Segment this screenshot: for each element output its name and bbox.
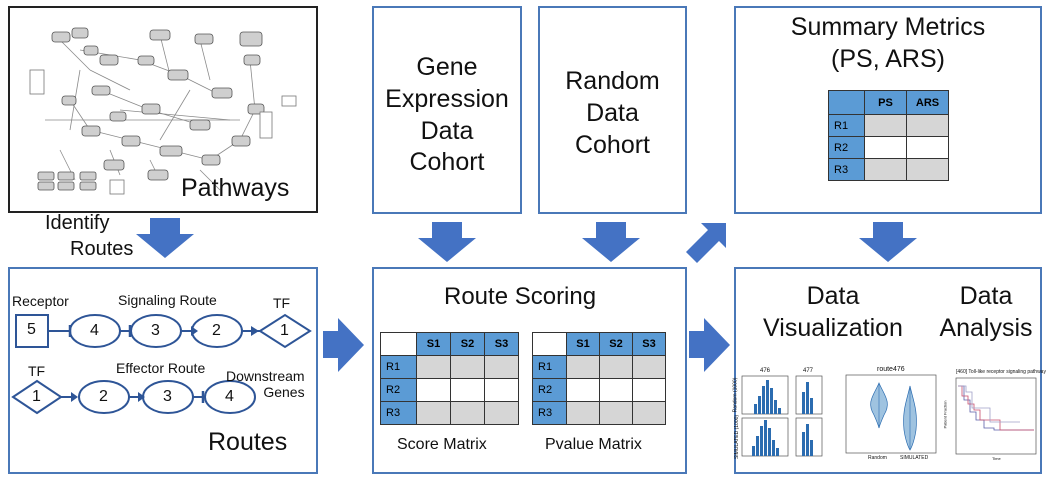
effector-route-label: Effector Route <box>116 360 206 376</box>
km-xlabel: Time <box>992 456 1001 461</box>
identify-routes-line2: Routes <box>70 238 134 260</box>
column-header: S2 <box>450 332 485 356</box>
column-header: S1 <box>566 332 600 356</box>
gene-expression-line: Cohort <box>409 148 485 177</box>
gene-expression-line: Data <box>420 116 474 145</box>
route-node-label: 5 <box>27 321 36 338</box>
tf-node <box>258 313 312 349</box>
analysis-line1: Data <box>959 282 1013 310</box>
routes-panel <box>8 267 318 474</box>
data-viz-panel <box>734 267 1042 474</box>
viz-line1: Data <box>806 282 860 310</box>
downstream-line: Genes <box>263 384 305 400</box>
downstream-genes-label: Downstream Genes <box>226 368 305 400</box>
right-arrow <box>689 318 730 372</box>
gene-expression-panel <box>372 6 522 214</box>
route-node <box>204 380 256 414</box>
data-analysis-title: Data Analysis <box>936 281 1036 345</box>
pvalue-matrix-label: Pvalue Matrix <box>545 436 642 453</box>
score-matrix-label: Score Matrix <box>397 436 487 453</box>
corner-cell <box>380 332 417 356</box>
row-header: R3 <box>532 401 567 425</box>
row-header: R1 <box>380 355 417 379</box>
down-arrow <box>859 222 917 262</box>
diagonal-arrow <box>686 223 726 263</box>
route-node-label: 2 <box>99 388 108 405</box>
data-visualization-title: Data Visualization <box>738 281 928 345</box>
gene-expression-line: Gene <box>416 53 478 81</box>
random-data-line: Random <box>565 67 660 95</box>
summary-metrics-table: PS ARS R1 R2 R3 <box>828 90 949 181</box>
column-header: S1 <box>416 332 451 356</box>
tf-label-bottom: TF <box>28 363 46 379</box>
downstream-line: Downstream <box>226 368 305 384</box>
route-node-label: 4 <box>90 322 99 339</box>
random-data-line: Cohort <box>574 130 651 159</box>
right-arrow <box>323 318 364 372</box>
tf-label-top: TF <box>273 295 291 311</box>
random-data-panel <box>538 6 687 214</box>
violin-xlabel: Random <box>868 455 887 461</box>
row-header: R2 <box>380 378 417 402</box>
violin-title: route476 <box>877 366 905 373</box>
down-arrow <box>418 222 476 262</box>
random-data-label: Random Data Cohort <box>540 66 685 161</box>
identify-routes-line1: Identify <box>45 212 110 234</box>
route-node-label: 3 <box>163 388 172 405</box>
random-data-line: Data <box>586 98 639 127</box>
route-node-label: 4 <box>225 388 234 405</box>
down-arrow <box>582 222 640 262</box>
row-header: R3 <box>828 158 865 181</box>
km-ylabel: Patient Fraction <box>942 400 948 429</box>
pathways-title: Pathways <box>181 174 290 202</box>
column-header: ARS <box>906 90 949 115</box>
score-matrix: S1 S2 S3 R1 R2 R3 <box>380 332 519 425</box>
route-node-label: 3 <box>151 322 160 339</box>
viz-line2: Visualization <box>763 313 903 342</box>
receptor-label: Receptor <box>12 293 69 309</box>
gene-expression-line: Expression <box>385 84 509 113</box>
km-title: [460] Toll-like receptor signaling pathw… <box>956 369 1046 375</box>
column-header: S3 <box>484 332 519 356</box>
route-node-label: 2 <box>212 322 221 339</box>
analysis-line2: Analysis <box>939 313 1033 342</box>
row-header: R3 <box>380 401 417 425</box>
summary-metrics-line2: (PS, ARS) <box>831 44 945 73</box>
gene-expression-label: Gene Expression Data Cohort <box>374 52 520 179</box>
summary-metrics-line1: Summary Metrics <box>790 13 986 41</box>
row-header: R2 <box>828 136 865 159</box>
row-header: R1 <box>828 114 865 137</box>
routes-title: Routes <box>208 428 288 456</box>
summary-metrics-title: Summary Metrics (PS, ARS) <box>736 12 1040 76</box>
violin-xlabel: SIMULATED <box>900 455 929 461</box>
signaling-route-label: Signaling Route <box>118 292 217 308</box>
column-header: S3 <box>632 332 666 356</box>
route-node-label: 1 <box>32 388 41 405</box>
route-node-label: 1 <box>280 322 289 339</box>
pvalue-matrix: S1 S2 S3 R1 R2 R3 <box>532 332 666 425</box>
route-scoring-title: Route Scoring <box>444 283 597 310</box>
histogram-title: 477 <box>803 368 814 374</box>
down-arrow <box>136 218 194 258</box>
row-header: R2 <box>532 378 567 402</box>
histogram-title: 476 <box>760 368 771 374</box>
corner-cell <box>828 90 865 115</box>
